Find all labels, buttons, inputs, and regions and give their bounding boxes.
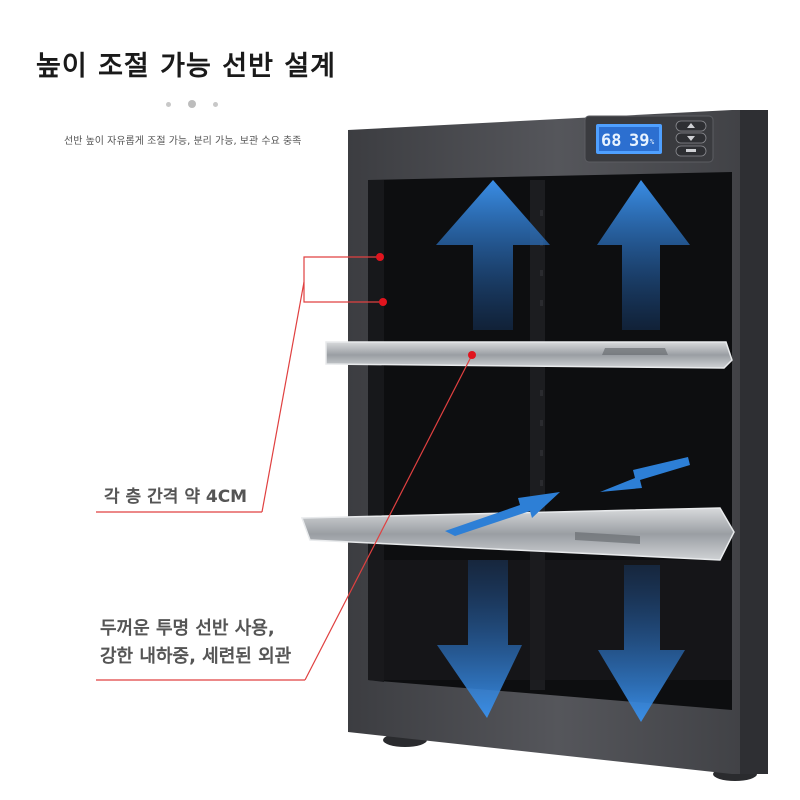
shelf-callout-line-1: 두꺼운 투명 선반 사용, bbox=[100, 618, 275, 639]
up-arrow-icon bbox=[687, 123, 695, 128]
lcd-temperature: 68 bbox=[601, 131, 621, 151]
shelf-callout-line-2: 강한 내하중, 세련된 외관 bbox=[100, 646, 292, 667]
carousel-dot[interactable] bbox=[166, 102, 171, 107]
carousel-dots bbox=[160, 100, 230, 110]
page-title: 높이 조절 가능 선반 설계 bbox=[36, 51, 336, 82]
down-arrow-left-icon bbox=[437, 560, 522, 718]
insert-arrow-right-icon bbox=[600, 457, 690, 492]
lcd-humidity: 39 bbox=[629, 131, 649, 151]
lcd-unit: % bbox=[650, 138, 655, 146]
subtitle: 선반 높이 자유롭게 조절 가능, 분리 가능, 보관 수요 충족 bbox=[64, 136, 302, 147]
spacing-callout-bracket bbox=[303, 256, 383, 303]
down-arrow-right-icon bbox=[598, 565, 685, 722]
marker-dot-lower bbox=[379, 298, 387, 306]
insert-arrow-icon bbox=[445, 492, 560, 536]
marker-dot-upper bbox=[376, 253, 384, 261]
shelf-callout-text: 두꺼운 투명 선반 사용, 강한 내하중, 세련된 외관 bbox=[100, 615, 291, 671]
callout-lines bbox=[96, 256, 473, 681]
marker-dot-shelf bbox=[468, 351, 476, 359]
spacing-callout-leader bbox=[261, 281, 305, 513]
carousel-dot[interactable] bbox=[213, 102, 218, 107]
spacing-callout-text: 각 층 간격 약 4CM bbox=[104, 487, 248, 507]
up-arrow-left-icon bbox=[436, 180, 550, 330]
up-arrow-right-icon bbox=[597, 180, 690, 330]
carousel-dot-active[interactable] bbox=[188, 100, 196, 108]
down-arrow-icon bbox=[687, 136, 695, 141]
cabinet-side bbox=[740, 110, 768, 774]
shelf-callout-leader bbox=[304, 354, 473, 681]
lower-shelf bbox=[300, 507, 735, 561]
upper-shelf bbox=[325, 341, 733, 369]
